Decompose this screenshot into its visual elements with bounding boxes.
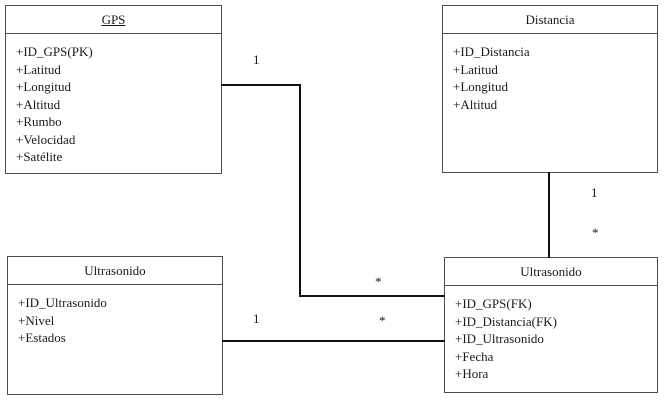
class-box-ultrasonido-left[interactable]: Ultrasonido +ID_Ultrasonido +Nivel +Esta…	[7, 256, 223, 395]
class-attributes-ultrasonido-left: +ID_Ultrasonido +Nivel +Estados	[8, 285, 222, 347]
class-box-gps[interactable]: GPS +ID_GPS(PK) +Latitud +Longitud +Alti…	[5, 5, 222, 174]
association-line-ultrasonido-horizontal	[222, 340, 445, 342]
class-title-gps: GPS	[6, 6, 221, 34]
attribute-row: +Altitud	[16, 96, 61, 112]
class-title-ultrasonido-left: Ultrasonido	[8, 257, 222, 285]
attribute-row: +Longitud	[16, 79, 71, 94]
attribute-row: +Nivel	[18, 312, 55, 328]
attribute-row: +Latitud	[16, 61, 61, 77]
class-box-distancia[interactable]: Distancia +ID_Distancia +Latitud +Longit…	[442, 5, 658, 173]
attribute-row: +ID_Distancia	[453, 44, 530, 59]
multiplicity-gps-one: 1	[253, 52, 260, 67]
attribute-row: +Altitud	[453, 96, 498, 112]
association-line-gps-vertical	[299, 84, 301, 297]
association-line-distancia-vertical	[548, 172, 550, 258]
attribute-row: +ID_GPS(PK)	[16, 44, 93, 59]
attribute-row: +Latitud	[453, 61, 498, 77]
attribute-row: +Rumbo	[16, 114, 62, 129]
multiplicity-ultrasonido-left-many: *	[379, 313, 386, 328]
association-line-gps-horizontal-top	[221, 84, 301, 86]
attribute-row: +ID_GPS(FK)	[455, 296, 532, 311]
attribute-row: +ID_Ultrasonido	[455, 331, 544, 346]
class-box-ultrasonido-right[interactable]: Ultrasonido +ID_GPS(FK) +ID_Distancia(FK…	[444, 257, 658, 393]
multiplicity-distancia-one: 1	[591, 185, 598, 200]
attribute-row: +Satélite	[16, 149, 63, 164]
class-attributes-distancia: +ID_Distancia +Latitud +Longitud +Altitu…	[443, 34, 657, 113]
attribute-row: +Longitud	[453, 79, 508, 94]
class-title-distancia: Distancia	[443, 6, 657, 34]
attribute-row: +Hora	[455, 366, 489, 381]
multiplicity-distancia-many: *	[592, 225, 599, 240]
class-attributes-gps: +ID_GPS(PK) +Latitud +Longitud +Altitud …	[6, 34, 221, 166]
attribute-row: +ID_Distancia(FK)	[455, 313, 557, 329]
association-line-gps-horizontal-bottom	[299, 295, 445, 297]
class-attributes-ultrasonido-right: +ID_GPS(FK) +ID_Distancia(FK) +ID_Ultras…	[445, 286, 657, 383]
attribute-row: +Velocidad	[16, 131, 76, 147]
class-title-ultrasonido-right: Ultrasonido	[445, 258, 657, 286]
attribute-row: +Fecha	[455, 348, 494, 364]
multiplicity-gps-many: *	[375, 274, 382, 289]
attribute-row: +ID_Ultrasonido	[18, 295, 107, 310]
multiplicity-ultrasonido-left-one: 1	[253, 311, 260, 326]
attribute-row: +Estados	[18, 330, 66, 345]
